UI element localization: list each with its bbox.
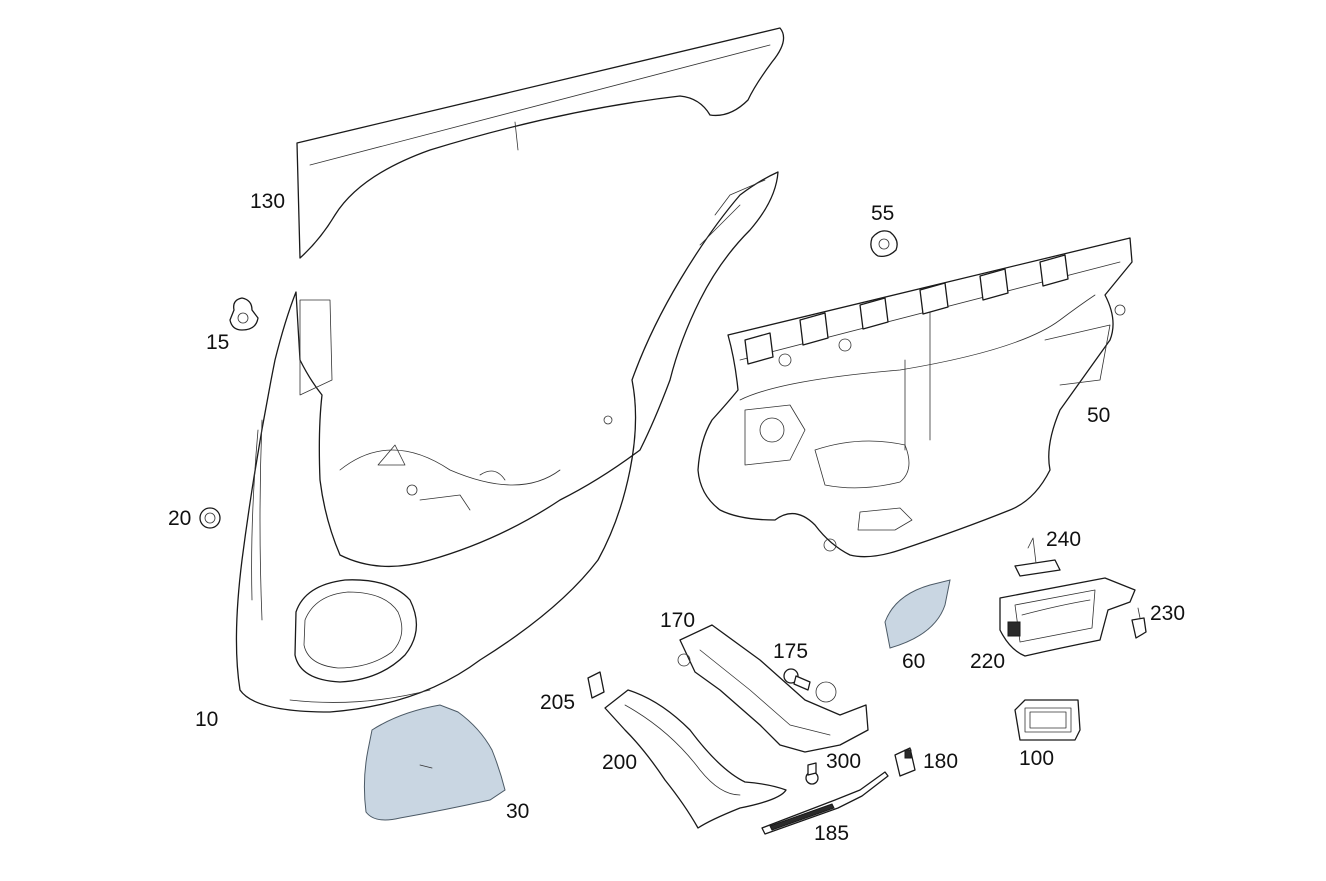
part-30-speaker-grille (363, 704, 506, 821)
part-205-clip-nut (587, 671, 605, 699)
callout-60: 60 (902, 650, 926, 673)
callout-180: 180 (923, 750, 959, 773)
callout-230: 230 (1150, 602, 1186, 625)
callout-170: 170 (660, 609, 696, 632)
part-10-door-panel (235, 171, 779, 713)
part-200-lower-strip (604, 689, 787, 829)
callout-185: 185 (814, 822, 850, 845)
callout-10: 10 (195, 708, 219, 731)
callout-50: 50 (1087, 404, 1111, 427)
part-230-fastener (1131, 607, 1147, 639)
part-240-switch-cover (1014, 537, 1061, 577)
callout-175: 175 (773, 640, 809, 663)
callout-240: 240 (1046, 528, 1082, 551)
callout-200: 200 (602, 751, 638, 774)
callout-55: 55 (871, 202, 895, 225)
callout-300: 300 (826, 750, 862, 773)
part-15-clip (229, 297, 259, 331)
part-180-bracket (894, 747, 916, 777)
part-100-window-switch (1014, 699, 1081, 741)
callout-130: 130 (250, 190, 286, 213)
part-185-rail (761, 771, 889, 835)
part-300-screw (805, 762, 819, 785)
callout-100: 100 (1019, 747, 1055, 770)
part-50-carrier-panel (697, 237, 1133, 558)
part-170-armrest-bracket (677, 624, 869, 753)
callout-30: 30 (506, 800, 530, 823)
callout-220: 220 (970, 650, 1006, 673)
part-130-trim-strip (296, 27, 785, 259)
part-220-handle-bezel (999, 577, 1136, 657)
part-175-bolt (783, 668, 811, 691)
part-20-clip (199, 507, 221, 529)
part-55-grommet (870, 230, 898, 258)
part-60-speaker-grille (884, 579, 951, 649)
callout-15: 15 (206, 331, 230, 354)
callout-205: 205 (540, 691, 576, 714)
callout-20: 20 (168, 507, 192, 530)
